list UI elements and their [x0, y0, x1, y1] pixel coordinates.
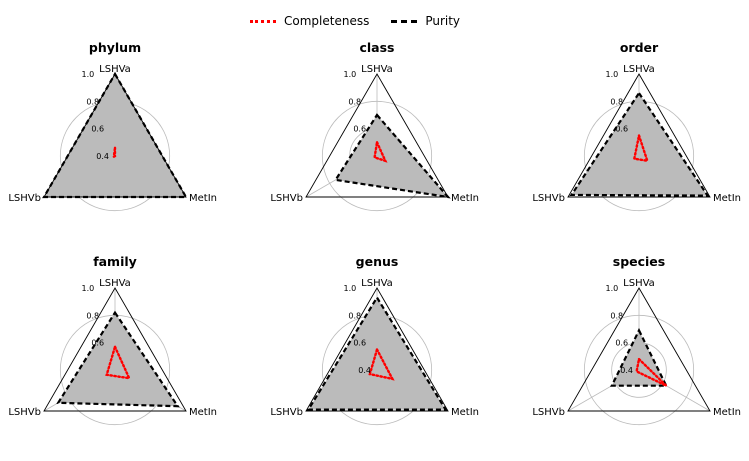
axis-label-metin-order: MetIn: [713, 193, 741, 204]
legend-item-completeness: Completeness: [250, 14, 369, 28]
axis-label-lshva-genus: LSHVa: [361, 278, 393, 289]
axis-label-lshvb-order: LSHVb: [532, 193, 565, 204]
rtick-label-genus: 0.6: [353, 339, 366, 348]
purity-line-genus: [306, 295, 448, 411]
rtick-label-order: 0.6: [615, 125, 628, 134]
axis-label-metin-phylum: MetIn: [189, 193, 217, 204]
frame-genus: [305, 287, 449, 412]
purity-area-class: [335, 115, 448, 197]
rtick-label-species: 0.8: [610, 311, 623, 320]
axis-label-lshvb-family: LSHVb: [8, 407, 41, 418]
axis-label-lshvb-genus: LSHVb: [270, 407, 303, 418]
rtick-label-order: 0.8: [610, 97, 623, 106]
axis-label-metin-class: MetIn: [451, 193, 479, 204]
purity-line-class: [333, 113, 451, 199]
rtick-label-species: 0.4: [620, 366, 633, 375]
rtick-label-class: 0.6: [353, 125, 366, 134]
purity-line-family: [56, 310, 180, 408]
frame-order: [567, 73, 711, 198]
axis-label-lshvb-class: LSHVb: [270, 193, 303, 204]
rtick-label-phylum: 0.4: [96, 152, 109, 161]
rtick-label-genus: 1.0: [344, 284, 357, 293]
purity-area-family: [58, 312, 178, 407]
rtick-label-family: 0.8: [86, 311, 99, 320]
legend-label-completeness: Completeness: [284, 14, 370, 28]
completeness-line-order: [632, 130, 650, 163]
rtick-label-family: 0.6: [91, 339, 104, 348]
rtick-label-class: 1.0: [344, 70, 357, 79]
axis-label-lshvb-species: LSHVb: [532, 407, 565, 418]
rtick-label-order: 1.0: [606, 70, 619, 79]
purity-line-order: [569, 91, 710, 197]
purity-line-phylum: [42, 71, 188, 199]
rtick-label-family: 1.0: [82, 284, 95, 293]
panel-title-genus: genus: [356, 254, 399, 269]
legend-label-purity: Purity: [425, 14, 461, 28]
rtick-label-phylum: 0.8: [86, 97, 99, 106]
rtick-label-species: 1.0: [606, 284, 619, 293]
rtick-label-phylum: 1.0: [82, 70, 95, 79]
axis-label-lshvb-phylum: LSHVb: [8, 193, 41, 204]
axis-label-lshva-family: LSHVa: [99, 278, 131, 289]
panel-title-phylum: phylum: [89, 40, 141, 55]
rtick-label-genus: 0.8: [348, 311, 361, 320]
purity-area-phylum: [44, 74, 186, 197]
axis-label-lshva-order: LSHVa: [623, 64, 655, 75]
legend-item-purity: Purity: [391, 14, 460, 28]
panel-title-order: order: [620, 40, 659, 55]
completeness-line-species: [635, 356, 668, 387]
axis-label-lshva-phylum: LSHVa: [99, 64, 131, 75]
completeness-line-family: [105, 343, 132, 380]
frame-class: [305, 73, 449, 198]
legend-swatch-purity: [391, 19, 418, 23]
panel-title-species: species: [613, 254, 665, 269]
axis-label-lshva-species: LSHVa: [623, 278, 655, 289]
axis-label-metin-species: MetIn: [713, 407, 741, 418]
rtick-label-species: 0.6: [615, 339, 628, 348]
rtick-label-genus: 0.4: [358, 366, 371, 375]
legend-swatch-completeness: [250, 19, 276, 23]
rtick-label-phylum: 0.6: [91, 125, 104, 134]
frame-species: [567, 287, 711, 412]
legend: Completeness Purity: [250, 10, 482, 32]
purity-area-order: [571, 93, 708, 196]
purity-line-species: [610, 327, 668, 387]
completeness-line-genus: [368, 346, 395, 381]
rtick-label-class: 0.8: [348, 97, 361, 106]
frame-family: [43, 287, 187, 412]
panel-title-class: class: [359, 40, 394, 55]
completeness-line-phylum: [112, 147, 117, 159]
axis-label-metin-genus: MetIn: [451, 407, 479, 418]
completeness-line-class: [373, 138, 388, 163]
axis-label-metin-family: MetIn: [189, 407, 217, 418]
axis-label-lshva-class: LSHVa: [361, 64, 393, 75]
panel-title-family: family: [93, 254, 137, 269]
